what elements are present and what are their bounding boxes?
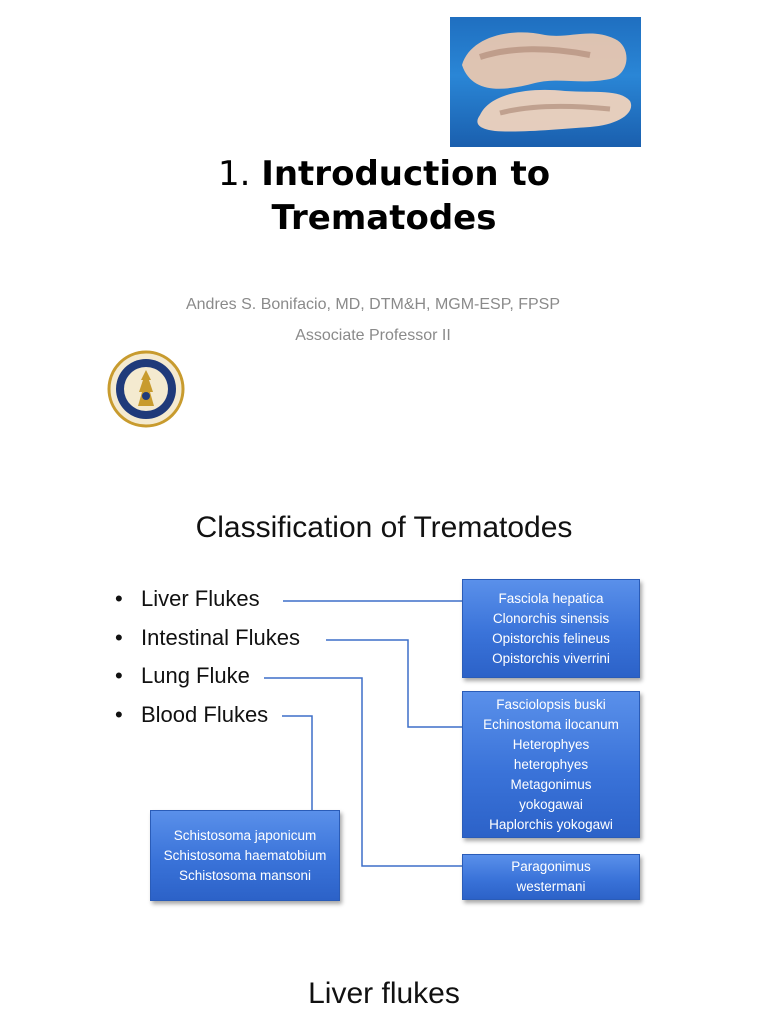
bullet-lung-fluke: Lung Fluke <box>141 663 250 688</box>
bullet-blood-flukes: Blood Flukes <box>141 701 269 727</box>
species-name: Haplorchis yokogawi <box>489 816 613 832</box>
bullet-liver-flukes: Liver Flukes <box>141 586 260 611</box>
list-item: •Liver Flukes <box>115 586 260 611</box>
liver-flukes-box: Fasciola hepatica Clonorchis sinensis Op… <box>462 579 640 678</box>
bullet-intestinal-flukes: Intestinal Flukes <box>141 624 300 650</box>
species-name: Schistosoma haematobium <box>163 847 327 863</box>
blood-connector <box>282 715 313 810</box>
species-name: Echinostoma ilocanum <box>483 716 619 732</box>
title-line-1: Introduction to <box>261 154 551 194</box>
species-name: westermani <box>516 879 586 894</box>
species-name: Schistosoma japonicum <box>173 827 317 843</box>
species-name: yokogawai <box>519 796 583 812</box>
species-name: Heterophyes <box>512 736 590 752</box>
author-block: Andres S. Bonifacio, MD, DTM&H, MGM-ESP,… <box>0 289 746 351</box>
species-name: Fasciolopsis buski <box>496 696 606 712</box>
lung-connector <box>264 677 462 867</box>
fluke-category-list: •Liver Flukes •Intestinal Flukes •Lung F… <box>115 580 300 734</box>
species-name: Opistorchis viverrini <box>492 650 610 666</box>
title-line-2: Trematodes <box>271 198 497 238</box>
list-item: •Intestinal Flukes <box>115 624 300 650</box>
list-item: •Blood Flukes <box>115 701 269 727</box>
species-name: Paragonimus <box>511 859 591 874</box>
species-name: Clonorchis sinensis <box>492 610 610 626</box>
intestinal-connector <box>326 639 462 728</box>
slide-title: 1. Introduction to Trematodes <box>0 152 768 240</box>
list-item: •Lung Fluke <box>115 663 250 688</box>
fluke-photo <box>450 17 641 147</box>
species-name: Opistorchis felineus <box>492 630 610 646</box>
author-name: Andres S. Bonifacio, MD, DTM&H, MGM-ESP,… <box>185 296 561 313</box>
intestinal-flukes-box: Fasciolopsis buski Echinostoma ilocanum … <box>462 691 640 838</box>
species-name: heterophyes <box>513 756 589 772</box>
species-name: Metagonimus <box>510 776 592 792</box>
blood-flukes-box: Schistosoma japonicum Schistosoma haemat… <box>150 810 340 901</box>
classification-heading: Classification of Trematodes <box>195 511 573 544</box>
liver-flukes-heading: Liver flukes <box>308 977 460 1010</box>
author-position: Associate Professor II <box>295 327 451 344</box>
university-seal-icon <box>107 350 185 428</box>
title-number: 1. <box>217 154 251 194</box>
species-name: Schistosoma mansoni <box>178 867 312 883</box>
lung-fluke-box: Paragonimus westermani <box>462 854 640 900</box>
species-name: Fasciola hepatica <box>498 590 604 606</box>
